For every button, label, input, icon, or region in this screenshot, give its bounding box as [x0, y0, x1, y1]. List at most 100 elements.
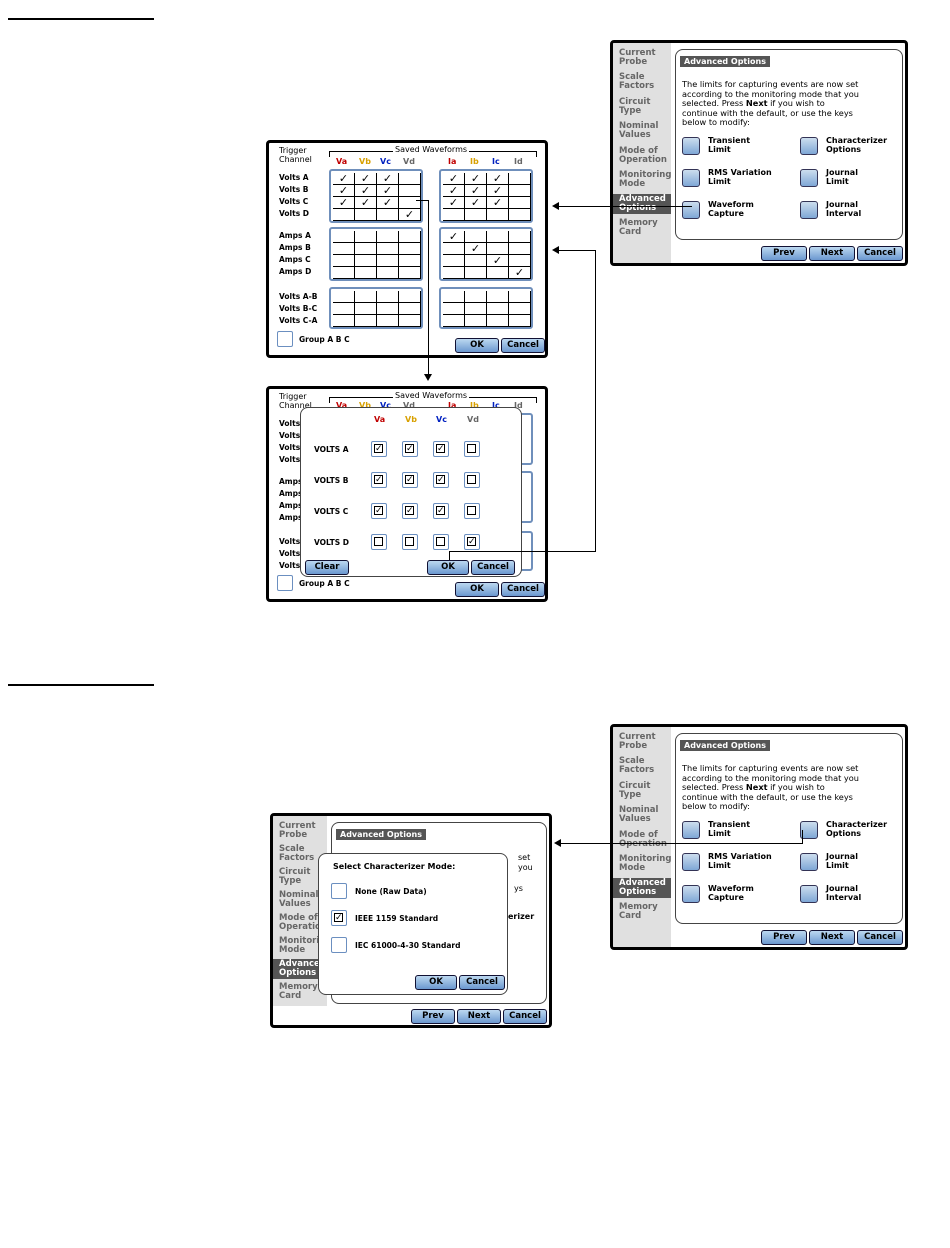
grid-cell[interactable]	[509, 315, 531, 327]
grid-cell[interactable]	[333, 209, 355, 221]
journal-limit-button[interactable]	[800, 853, 818, 871]
amps-voltage-grid[interactable]	[329, 227, 423, 281]
volts-dialog-checkbox[interactable]: ✓	[402, 441, 418, 457]
group-abc-checkbox[interactable]	[277, 331, 293, 347]
grid-cell[interactable]	[509, 303, 531, 315]
volts-dialog-checkbox[interactable]: ✓	[371, 472, 387, 488]
grid-cell[interactable]	[487, 303, 509, 315]
grid-cell[interactable]	[465, 255, 487, 267]
sidebar-item-monitoring-mode[interactable]: Monitoring Mode	[619, 170, 672, 189]
sidebar-item-memory-card[interactable]: Memory Card	[619, 902, 658, 921]
grid-cell[interactable]	[377, 231, 399, 243]
volts-dialog-checkbox[interactable]	[464, 472, 480, 488]
char-option-ieee-checkbox[interactable]: ✓	[331, 910, 347, 926]
grid-cell[interactable]	[399, 267, 421, 279]
sidebar-item-nominal-values[interactable]: Nominal Values	[619, 121, 659, 140]
grid-cell[interactable]	[377, 243, 399, 255]
sidebar-item-circuit-type[interactable]: Circuit Type	[619, 781, 651, 800]
journal-interval-button[interactable]	[800, 885, 818, 903]
grid-cell[interactable]	[377, 303, 399, 315]
sidebar-item-nominal-values[interactable]: Nominal Values	[619, 805, 659, 824]
grid-cell[interactable]: ✓	[443, 185, 465, 197]
grid-cell[interactable]	[355, 303, 377, 315]
grid-cell[interactable]	[399, 255, 421, 267]
grid-cell[interactable]	[399, 303, 421, 315]
next-button[interactable]: Next	[809, 930, 855, 945]
grid-cell[interactable]: ✓	[355, 173, 377, 185]
sidebar-item-monitoring-mode[interactable]: Monitoring Mode	[619, 854, 672, 873]
trigger-ok-button[interactable]: OK	[455, 582, 499, 597]
sidebar-item-scale-factors[interactable]: Scale Factors	[619, 756, 655, 775]
next-button[interactable]: Next	[809, 246, 855, 261]
grid-cell[interactable]	[465, 231, 487, 243]
grid-cell[interactable]	[355, 243, 377, 255]
grid-cell[interactable]	[333, 315, 355, 327]
volts-dialog-checkbox[interactable]	[371, 534, 387, 550]
grid-cell[interactable]	[487, 231, 509, 243]
grid-cell[interactable]	[487, 209, 509, 221]
journal-interval-button[interactable]	[800, 201, 818, 219]
char-cancel-button[interactable]: Cancel	[459, 975, 505, 990]
transient-limit-button[interactable]	[682, 137, 700, 155]
grid-cell[interactable]	[509, 255, 531, 267]
grid-cell[interactable]	[509, 209, 531, 221]
grid-cell[interactable]: ✓	[333, 173, 355, 185]
volts-dialog-checkbox[interactable]: ✓	[433, 503, 449, 519]
grid-cell[interactable]	[377, 291, 399, 303]
volts-voltage-grid[interactable]: ✓✓✓✓✓✓✓✓✓✓	[329, 169, 423, 223]
ll-current-grid[interactable]	[439, 287, 533, 329]
grid-cell[interactable]	[465, 303, 487, 315]
grid-cell[interactable]: ✓	[465, 173, 487, 185]
cancel-button[interactable]: Cancel	[857, 246, 903, 261]
grid-cell[interactable]: ✓	[333, 197, 355, 209]
grid-cell[interactable]	[443, 267, 465, 279]
grid-cell[interactable]: ✓	[443, 197, 465, 209]
sidebar-item-advanced-options[interactable]: Advance Options	[273, 959, 327, 979]
prev-button[interactable]: Prev	[761, 246, 807, 261]
waveform-capture-button[interactable]	[682, 885, 700, 903]
grid-cell[interactable]	[443, 303, 465, 315]
grid-cell[interactable]: ✓	[487, 197, 509, 209]
grid-cell[interactable]: ✓	[509, 267, 531, 279]
grid-cell[interactable]	[443, 255, 465, 267]
sidebar-item-circuit-type[interactable]: Circuit Type	[279, 867, 311, 886]
sidebar-item-memory-card[interactable]: Memory Card	[279, 982, 318, 1001]
trigger-cancel-button[interactable]: Cancel	[501, 338, 545, 353]
char-ok-button[interactable]: OK	[415, 975, 457, 990]
grid-cell[interactable]: ✓	[487, 185, 509, 197]
grid-cell[interactable]	[509, 173, 531, 185]
grid-cell[interactable]	[377, 267, 399, 279]
grid-cell[interactable]	[399, 173, 421, 185]
ll-voltage-grid[interactable]	[329, 287, 423, 329]
grid-cell[interactable]: ✓	[333, 185, 355, 197]
grid-cell[interactable]	[355, 315, 377, 327]
grid-cell[interactable]	[465, 267, 487, 279]
grid-cell[interactable]	[443, 209, 465, 221]
volts-dialog-checkbox[interactable]: ✓	[402, 503, 418, 519]
sidebar-item-memory-card[interactable]: Memory Card	[619, 218, 658, 237]
volts-current-grid[interactable]: ✓✓✓✓✓✓✓✓✓	[439, 169, 533, 223]
grid-cell[interactable]	[509, 243, 531, 255]
grid-cell[interactable]	[355, 255, 377, 267]
volts-dialog-checkbox[interactable]	[464, 441, 480, 457]
rms-variation-limit-button[interactable]	[682, 169, 700, 187]
volts-dialog-checkbox[interactable]: ✓	[433, 472, 449, 488]
char-option-iec-checkbox[interactable]	[331, 937, 347, 953]
grid-cell[interactable]	[333, 303, 355, 315]
rms-variation-limit-button[interactable]	[682, 853, 700, 871]
grid-cell[interactable]	[487, 243, 509, 255]
grid-cell[interactable]: ✓	[487, 173, 509, 185]
grid-cell[interactable]	[399, 197, 421, 209]
characterizer-options-button[interactable]	[800, 821, 818, 839]
grid-cell[interactable]	[333, 243, 355, 255]
grid-cell[interactable]	[443, 315, 465, 327]
amps-current-grid[interactable]: ✓✓✓✓	[439, 227, 533, 281]
grid-cell[interactable]: ✓	[377, 173, 399, 185]
transient-limit-button[interactable]	[682, 821, 700, 839]
grid-cell[interactable]	[487, 267, 509, 279]
journal-limit-button[interactable]	[800, 169, 818, 187]
grid-cell[interactable]	[333, 291, 355, 303]
grid-cell[interactable]	[333, 255, 355, 267]
characterizer-options-button[interactable]	[800, 137, 818, 155]
volts-dialog-checkbox[interactable]: ✓	[433, 441, 449, 457]
